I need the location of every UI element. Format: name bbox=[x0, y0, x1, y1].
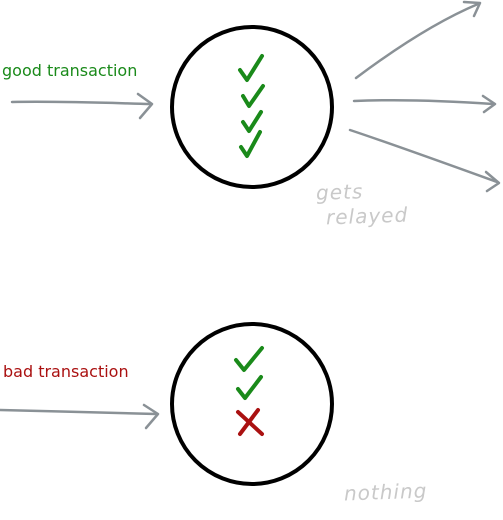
relay-arrow-icon bbox=[352, 94, 497, 114]
node-circle bbox=[170, 25, 334, 189]
incoming-arrow-icon bbox=[0, 403, 160, 430]
relay-arrow-icon bbox=[348, 128, 501, 193]
check-icon bbox=[241, 84, 265, 108]
bad-transaction-label: bad transaction bbox=[3, 362, 129, 381]
relay-arrow-icon bbox=[354, 0, 482, 80]
cross-icon bbox=[238, 408, 260, 436]
check-icon bbox=[236, 375, 263, 400]
good-transaction-label: good transaction bbox=[2, 61, 138, 80]
check-icon bbox=[238, 54, 264, 82]
relayed-note-line2: relayed bbox=[325, 202, 409, 230]
check-icon bbox=[241, 110, 263, 133]
nothing-note: nothing bbox=[343, 478, 428, 506]
relayed-note-line1: gets bbox=[315, 179, 364, 205]
node-circle bbox=[170, 322, 334, 486]
check-icon bbox=[239, 130, 262, 158]
incoming-arrow-icon bbox=[10, 92, 154, 120]
check-icon bbox=[234, 346, 264, 372]
